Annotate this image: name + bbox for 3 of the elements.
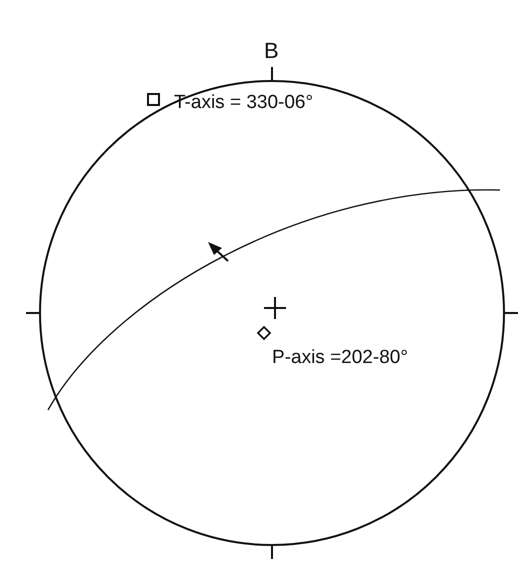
annotation-text: P-axis =202-80° <box>272 348 408 367</box>
axis-label: B <box>264 40 279 62</box>
annotation-text: T-axis = 330-06° <box>174 93 314 112</box>
